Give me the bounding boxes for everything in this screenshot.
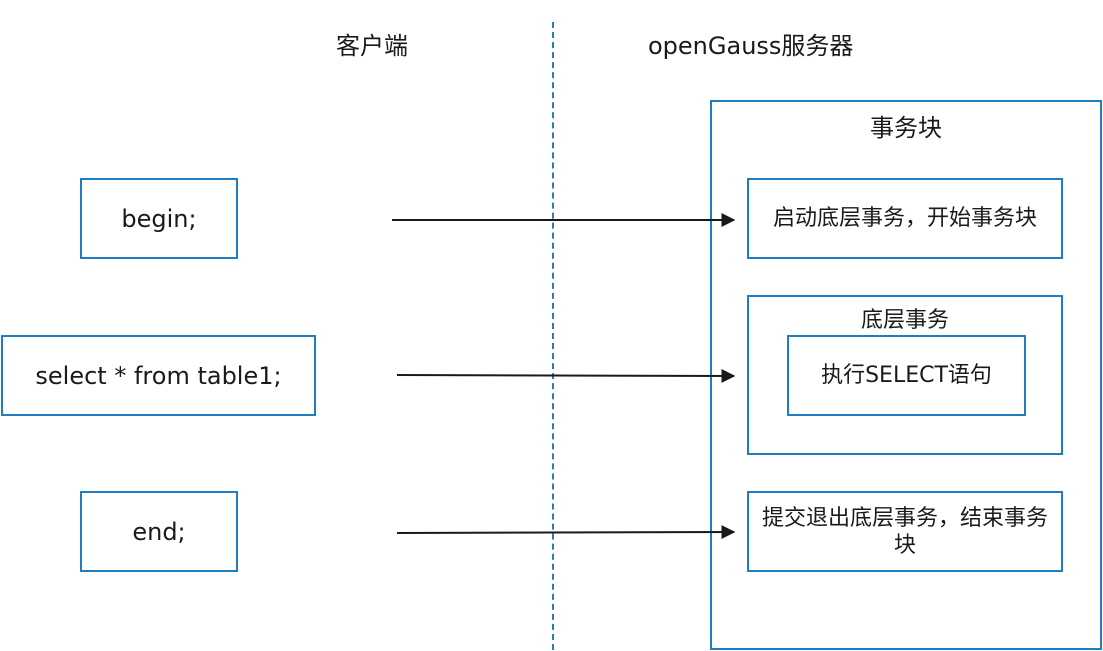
server-header: openGauss服务器 xyxy=(648,32,854,60)
end-transaction-box: 提交退出底层事务，结束事务块 xyxy=(747,491,1063,572)
client-box-end: end; xyxy=(80,491,238,572)
start-transaction-label: 启动底层事务，开始事务块 xyxy=(772,206,1037,231)
client-command-end: end; xyxy=(132,517,186,546)
arrow-end-to-commit xyxy=(396,525,736,540)
underlying-transaction-title: 底层事务 xyxy=(860,308,949,333)
client-box-begin: begin; xyxy=(80,178,238,259)
execute-select-label: 执行SELECT语句 xyxy=(821,363,992,388)
client-box-select: select * from table1; xyxy=(1,335,316,416)
transaction-block-title: 事务块 xyxy=(870,114,942,142)
client-header: 客户端 xyxy=(336,32,408,60)
end-transaction-label: 提交退出底层事务，结束事务块 xyxy=(761,505,1048,558)
client-command-begin: begin; xyxy=(121,204,197,233)
start-transaction-box: 启动底层事务，开始事务块 xyxy=(747,178,1063,259)
client-command-select: select * from table1; xyxy=(35,361,282,390)
execute-select-box: 执行SELECT语句 xyxy=(787,335,1026,416)
arrow-select-to-execute xyxy=(396,368,736,383)
client-server-divider xyxy=(552,22,554,650)
